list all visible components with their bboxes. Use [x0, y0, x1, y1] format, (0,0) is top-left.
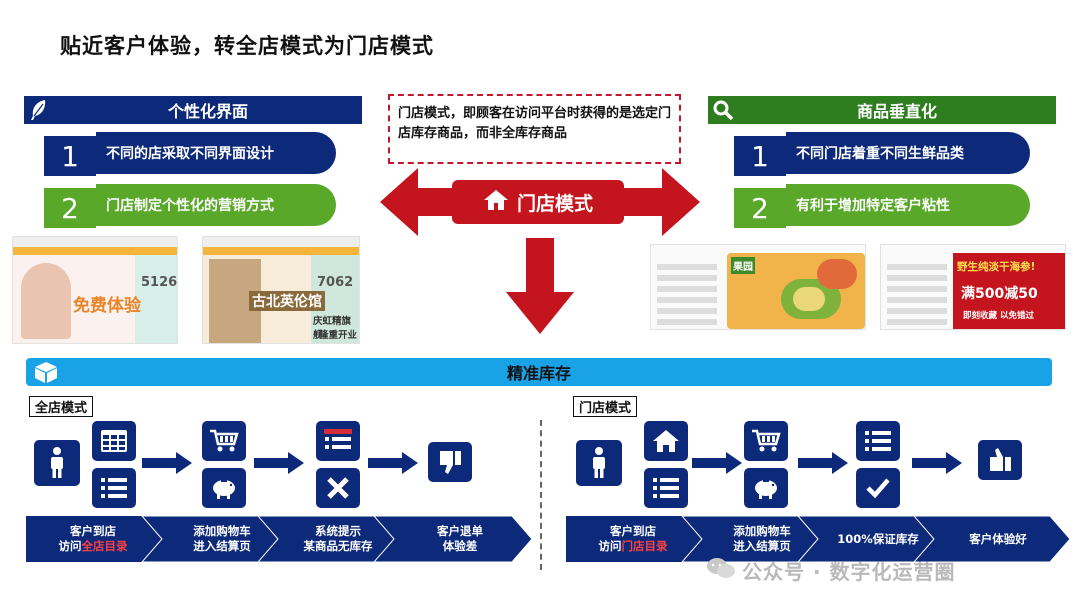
sub-text-2: 隆重开业: [319, 330, 358, 341]
promo-text: 免费体验: [73, 296, 141, 316]
right-red-arrow: [624, 168, 700, 236]
right-chevron-track: [566, 516, 1071, 562]
model-photo: [21, 263, 71, 339]
price-text: 5126: [141, 275, 178, 290]
page-title: 贴近客户体验，转全店模式为门店模式: [60, 34, 434, 58]
thumbs-down-icon: [428, 442, 472, 482]
thumbs-up-icon: [978, 440, 1022, 480]
row-number: 2: [44, 188, 96, 228]
section-divider: [540, 420, 542, 570]
box-icon: [32, 360, 60, 384]
list-alert-icon: [316, 421, 360, 461]
flow-arrow: [692, 452, 742, 474]
row-number: 1: [44, 136, 96, 176]
personalized-ui-header: 个性化界面: [24, 96, 362, 124]
flow-arrow: [912, 452, 962, 474]
piggy-bank-icon: [202, 468, 246, 508]
store-mode-label: 门店模式: [516, 192, 593, 215]
fresh-screenshot-1: 果园: [650, 244, 866, 330]
right-step-2: 添加购物车进入结算页: [733, 524, 791, 553]
left-row-1: 1 不同的店采取不同界面设计: [44, 132, 344, 176]
left-chevron-track: [26, 516, 533, 562]
right-row-1: 1 不同门店着重不同生鲜品类: [734, 132, 1034, 176]
banner-title: 精准库存: [506, 364, 571, 383]
home-icon: [644, 421, 688, 461]
row-text: 有利于增加特定客户粘性: [786, 184, 1030, 226]
customer-person-icon: [34, 440, 80, 486]
feather-icon: [24, 96, 54, 124]
row-number: 1: [734, 136, 786, 176]
promo-text: 古北英伦馆: [249, 291, 325, 311]
list-icon: [644, 468, 688, 508]
vertical-products-header: 商品垂直化: [708, 96, 1056, 124]
store-screenshot-1: 5126 免费体验: [12, 236, 178, 344]
flow-arrow: [142, 452, 192, 474]
shopping-cart-icon: [744, 421, 788, 461]
down-red-arrow: [506, 238, 574, 334]
price-text: 7062: [317, 275, 354, 290]
store-mode-button[interactable]: 门店模式: [452, 180, 624, 224]
fresh-screenshot-2: 野生纯淡干海参! 满500减50 即刻收藏 以免错过: [880, 244, 1066, 330]
search-icon: [708, 96, 738, 124]
promo-sub: 即刻收藏 以免错过: [963, 311, 1034, 321]
watermark-text: 公众号 · 数字化运营圈: [742, 560, 956, 584]
store-mode-flow-label: 门店模式: [573, 396, 638, 417]
checkmark-icon: [856, 468, 900, 508]
store-screenshot-2: 7062 古北英伦馆 庆虹精旗舰 隆重开业: [202, 236, 360, 344]
precise-inventory-banner: 精准库存: [26, 358, 1052, 386]
piggy-bank-icon: [744, 468, 788, 508]
home-icon: [483, 189, 509, 216]
cross-icon: [316, 468, 360, 508]
header-title: 商品垂直化: [856, 102, 937, 121]
flow-arrow: [798, 452, 848, 474]
row-number: 2: [734, 188, 786, 228]
right-step-3: 100%保证库存: [837, 531, 919, 546]
catalog-grid-icon: [92, 421, 136, 461]
all-store-mode-label: 全店模式: [29, 396, 94, 417]
right-step-1: 客户到店 访问门店目录: [598, 524, 668, 553]
row-text: 不同门店着重不同生鲜品类: [786, 132, 1030, 174]
flow-arrow: [368, 452, 418, 474]
left-step-4: 客户退单体验差: [437, 524, 483, 553]
store-mode-note: 门店模式，即顾客在访问平台时获得的是选定门店库存商品，而非全库存商品: [388, 94, 681, 164]
row-text: 不同的店采取不同界面设计: [96, 132, 336, 174]
right-step-4: 客户体验好: [969, 531, 1027, 546]
left-step-3: 系统提示某商品无库存: [303, 524, 373, 553]
left-step-2: 添加购物车进入结算页: [193, 524, 251, 553]
wechat-icon: [706, 556, 736, 585]
sub-text: 庆虹精旗舰: [313, 316, 352, 341]
left-step-1: 客户到店 访问全店目录: [58, 524, 128, 553]
store-logo: 果园: [731, 257, 755, 274]
right-row-2: 2 有利于增加特定客户粘性: [734, 184, 1034, 228]
watermark: 公众号 · 数字化运营圈: [706, 556, 956, 585]
list-icon: [856, 421, 900, 461]
left-red-arrow: [380, 168, 456, 236]
customer-person-icon: [576, 440, 622, 486]
shopping-cart-icon: [202, 421, 246, 461]
row-text: 门店制定个性化的营销方式: [96, 184, 336, 226]
promo-deal: 满500减50: [961, 286, 1038, 302]
promo-title: 野生纯淡干海参!: [957, 261, 1036, 273]
header-title: 个性化界面: [167, 102, 248, 121]
flow-arrow: [254, 452, 304, 474]
list-icon: [92, 468, 136, 508]
left-row-2: 2 门店制定个性化的营销方式: [44, 184, 344, 228]
